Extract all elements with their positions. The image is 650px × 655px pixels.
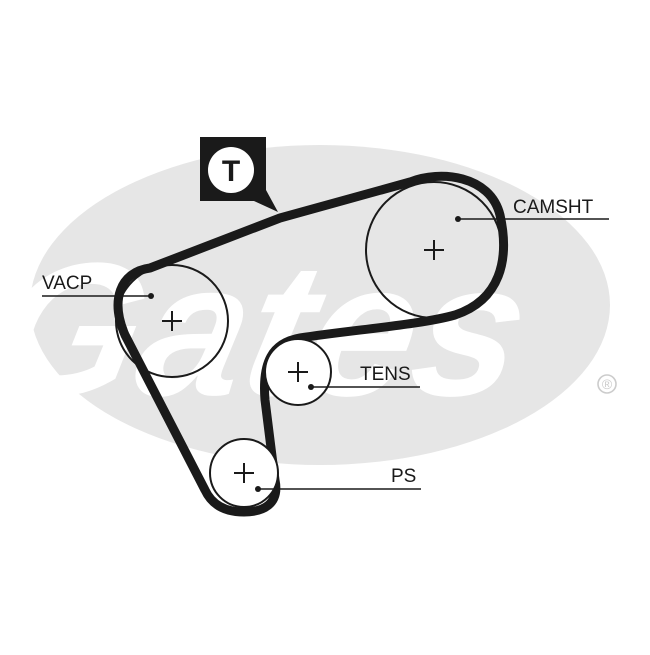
vacuum-pump-pulley — [115, 264, 229, 378]
gates-logo-text: Gates — [0, 223, 547, 436]
tensioner-callout: TENS — [308, 364, 420, 390]
tensioner-label: TENS — [360, 364, 411, 385]
vacuum-pump-label: VACP — [42, 273, 92, 294]
power-steering-label: PS — [391, 466, 416, 487]
gates-logo-watermark: Gates ® — [0, 145, 617, 465]
gates-logo-oval — [30, 145, 610, 465]
registered-mark-circle — [597, 374, 617, 394]
vacuum-pump-callout: VACP — [42, 273, 154, 299]
tensioner-badge: T — [200, 137, 278, 212]
tensioner-badge-letter: T — [222, 155, 240, 188]
camshaft-label: CAMSHT — [513, 197, 594, 218]
registered-mark: ® — [602, 376, 613, 392]
camshaft-callout: CAMSHT — [455, 197, 609, 222]
tensioner-pulley — [264, 338, 332, 406]
power-steering-callout: PS — [255, 466, 421, 492]
power-steering-pulley — [209, 438, 279, 508]
camshaft-pulley — [365, 181, 503, 319]
